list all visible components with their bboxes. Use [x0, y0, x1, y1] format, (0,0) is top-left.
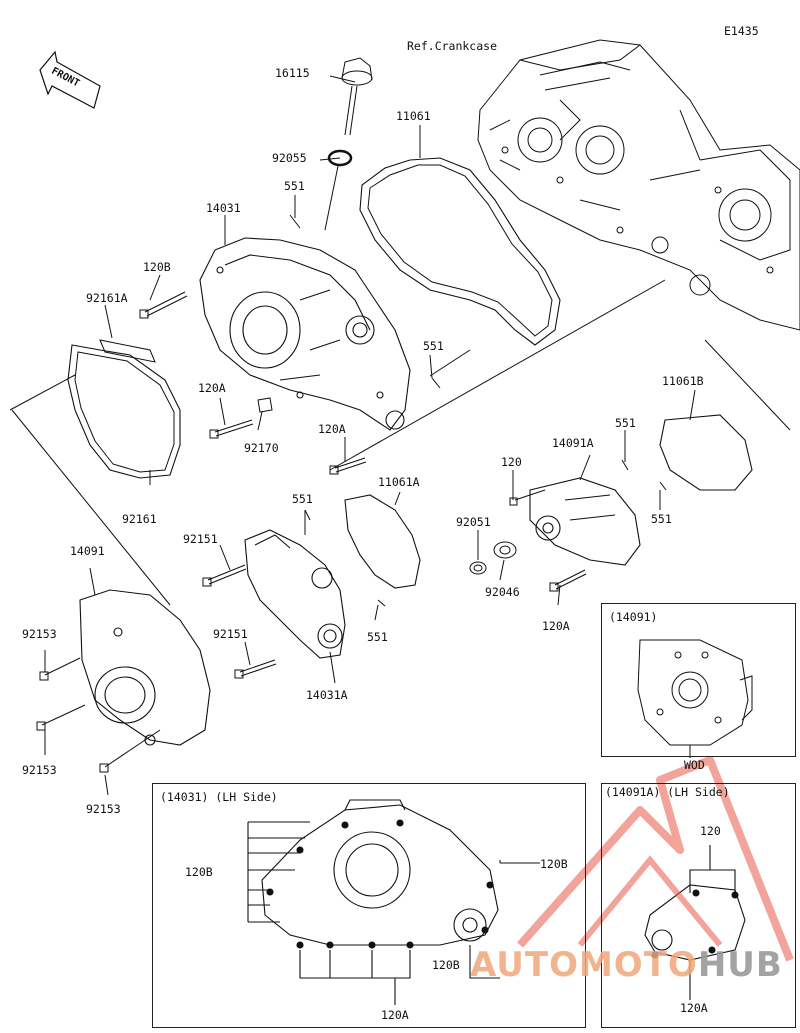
diagram-code: E1435 — [724, 24, 759, 38]
part-92055: 92055 — [272, 151, 307, 165]
part-11061B: 11061B — [662, 374, 704, 388]
bolt-120 — [509, 489, 546, 506]
cover-14091A — [529, 477, 641, 566]
gasket-11061A — [344, 494, 421, 589]
bolt-120A-a — [209, 419, 254, 439]
part-92170: 92170 — [244, 441, 279, 455]
gasket-11061 — [359, 157, 561, 346]
inset-lh-14031-120B-bottom: 120B — [432, 958, 460, 972]
inset-lh-14091A-120: 120 — [700, 824, 721, 838]
part-551-a: 551 — [284, 179, 305, 193]
cover-14091 — [79, 589, 211, 746]
automotohub-logo-icon — [517, 756, 794, 962]
part-120A-c: 120A — [542, 619, 570, 633]
inset-wod-drawing — [637, 639, 753, 758]
bracket-92170 — [257, 397, 273, 413]
part-120A-a: 120A — [198, 381, 226, 395]
inset-lh-14091A-title: (14091A) (LH Side) — [605, 785, 730, 799]
inset-wod-caption: WOD — [684, 758, 705, 772]
inset-lh-14031-120A: 120A — [381, 1008, 409, 1022]
part-92151-a: 92151 — [183, 532, 218, 546]
inset-lh-14031-120B-right: 120B — [540, 857, 568, 871]
part-551-c: 551 — [615, 416, 636, 430]
inset-lh-14031-title: (14031) (LH Side) — [160, 790, 278, 804]
seal-92051 — [469, 561, 487, 575]
inset-lh-14031-120B-left: 120B — [185, 865, 213, 879]
part-11061: 11061 — [396, 109, 431, 123]
part-92161A: 92161A — [86, 291, 128, 305]
part-11061A: 11061A — [378, 475, 420, 489]
inset-lh-14091A-120A: 120A — [680, 1001, 708, 1015]
part-92153-b: 92153 — [22, 763, 57, 777]
bolt-92153-a — [39, 657, 81, 681]
inset-lh-14031-frame — [152, 783, 586, 1028]
clutch-cover-14031 — [199, 237, 411, 431]
watermark-part2: HUB — [697, 945, 783, 985]
part-92051: 92051 — [456, 515, 491, 529]
part-92153-c: 92153 — [86, 802, 121, 816]
part-14031A: 14031A — [306, 688, 348, 702]
inset-wod-frame — [601, 603, 796, 757]
inset-lh-14091A-drawing — [644, 845, 746, 1000]
part-14031: 14031 — [206, 201, 241, 215]
inset-lh-14091A-frame — [601, 783, 796, 1028]
part-551-e: 551 — [292, 492, 313, 506]
watermark-part1: AUTOMOTO — [470, 945, 698, 985]
bolt-92151-a — [202, 564, 247, 587]
gasket-11061B — [659, 414, 753, 491]
gasket-92161 — [67, 344, 181, 479]
ref-crankcase-label: Ref.Crankcase — [407, 39, 498, 53]
part-92046: 92046 — [485, 585, 520, 599]
o-ring-92055 — [327, 149, 353, 167]
inset-wod-title: (14091) — [609, 610, 658, 624]
part-551-d: 551 — [651, 512, 672, 526]
crankcase-drawing — [477, 39, 800, 331]
part-14091: 14091 — [70, 544, 105, 558]
pump-cover-14031A — [244, 529, 346, 659]
part-92153-a: 92153 — [22, 627, 57, 641]
part-92161: 92161 — [122, 512, 157, 526]
watermark-text: AUTOMOTOHUB — [470, 948, 783, 982]
bolt-120B — [139, 291, 188, 319]
part-120: 120 — [501, 455, 522, 469]
part-120B: 120B — [143, 260, 171, 274]
part-92151-b: 92151 — [213, 627, 248, 641]
part-14091A: 14091A — [552, 436, 594, 450]
bolt-92153-c — [99, 729, 161, 773]
bolt-92151-b — [234, 659, 277, 679]
part-120A-b: 120A — [318, 422, 346, 436]
bolt-92153-b — [36, 704, 86, 731]
bolt-120A-b — [329, 457, 367, 475]
inset-lh-14031-drawing — [247, 799, 540, 1005]
oil-filler-cap-16115 — [341, 57, 373, 136]
part-551-f: 551 — [367, 630, 388, 644]
bolt-120A-c — [549, 569, 587, 592]
bearing-92046 — [493, 541, 517, 559]
front-arrow-icon — [39, 50, 101, 109]
part-551-b: 551 — [423, 339, 444, 353]
part-16115: 16115 — [275, 66, 310, 80]
